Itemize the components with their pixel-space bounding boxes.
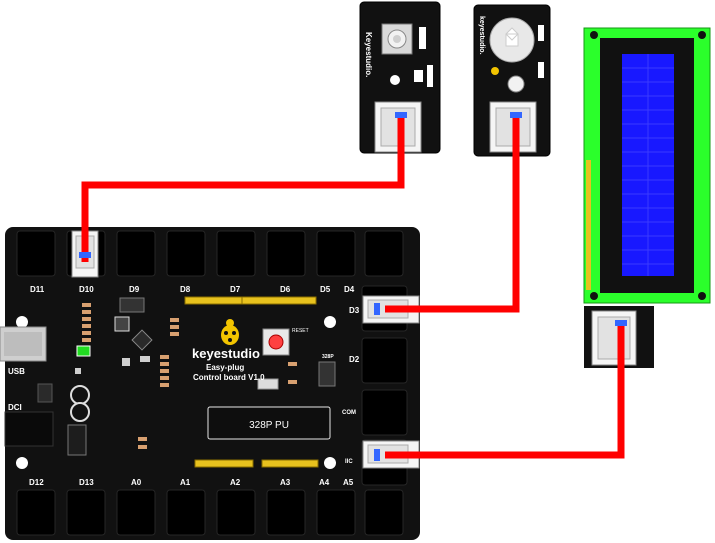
smd-component (75, 368, 81, 374)
port-label-d4: D4 (344, 285, 355, 294)
lcd-module-plug[interactable] (591, 310, 637, 366)
top-port-labels: D11 D10 D9 D8 D7 D6 D5 D4 (30, 285, 355, 294)
reset-label: RESET (292, 328, 309, 334)
button-module-brand: Keyestudio. (364, 32, 373, 77)
port-label-d7: D7 (230, 285, 241, 294)
board-brand: keyestudio (192, 346, 260, 361)
smd-component (538, 25, 544, 41)
bottom-port-pads (16, 489, 404, 536)
port-label-d6: D6 (280, 285, 291, 294)
usb-label: USB (8, 367, 25, 376)
dc-jack (4, 411, 54, 447)
lcd-character-grid (622, 54, 674, 276)
right-port-labels: D3 D2 COM IIC (342, 306, 360, 465)
lcd-pin-header (586, 160, 591, 290)
bottom-port-labels: D12 D13 A0 A1 A2 A3 A4 A5 (29, 478, 354, 487)
port-label-a4: A4 (319, 478, 330, 487)
jumper (114, 316, 130, 332)
port-label-a2: A2 (230, 478, 241, 487)
mini-logo (491, 67, 499, 75)
mounting-hole (390, 75, 400, 85)
port-label-d13: D13 (79, 478, 94, 487)
port-label-com: COM (342, 410, 356, 416)
usb-chip (131, 329, 153, 351)
port-label-d5: D5 (320, 285, 331, 294)
wire-iic-to-lcd (385, 325, 625, 459)
port-label-d10: D10 (79, 285, 94, 294)
board-subtitle: Control board V1.0 (193, 373, 265, 382)
mounting-hole (16, 316, 28, 328)
mounting-hole (698, 31, 706, 39)
lcd-1602-module (583, 27, 711, 368)
mounting-hole (16, 457, 28, 469)
dc-label: DCI (8, 403, 22, 412)
pin-header-2x3 (119, 297, 145, 313)
smd-component (538, 62, 544, 78)
easy-plug-control-board: USB DCI (0, 227, 420, 540)
smd-component (414, 70, 423, 82)
port-label-a0: A0 (131, 478, 142, 487)
potentiometer[interactable] (507, 75, 525, 93)
mounting-hole (324, 457, 336, 469)
chip-label: 328P PU (249, 420, 289, 431)
icsp-header (318, 361, 336, 387)
smd-component (140, 356, 150, 362)
pin-header-bottom-right (261, 459, 319, 468)
mounting-hole (590, 292, 598, 300)
port-label-d11: D11 (30, 285, 45, 294)
icsp-label: 328P (322, 354, 334, 360)
smd-component (427, 65, 433, 87)
port-label-iic: IIC (345, 459, 353, 465)
port-label-a1: A1 (180, 478, 191, 487)
smd-component (122, 358, 130, 366)
reset-button[interactable] (262, 328, 290, 356)
pin-header-bottom-left (194, 459, 254, 468)
port-label-a5: A5 (343, 478, 354, 487)
mounting-hole (590, 31, 598, 39)
mounting-hole (698, 292, 706, 300)
crystal (257, 378, 279, 390)
port-label-d2: D2 (349, 355, 360, 364)
smd-resistors (82, 303, 297, 449)
electrolytic-capacitor (70, 385, 90, 405)
mounting-hole (324, 316, 336, 328)
atmega-chip (207, 406, 331, 440)
power-led (76, 345, 91, 357)
port-label-a3: A3 (280, 478, 291, 487)
port-label-d8: D8 (180, 285, 191, 294)
electrolytic-capacitor (70, 402, 90, 422)
wire-d10-to-button (81, 118, 405, 262)
port-label-d9: D9 (129, 285, 140, 294)
port-label-d3: D3 (349, 306, 360, 315)
wire-d3-to-pir (385, 118, 520, 313)
wire-tips (79, 112, 627, 461)
pir-motion-module: keyestudio. (473, 4, 551, 157)
wires (81, 118, 625, 459)
pin-header-top-right (241, 296, 317, 305)
smd-component (419, 27, 426, 49)
usb-connector (0, 326, 47, 362)
port-label-d12: D12 (29, 478, 44, 487)
keyestudio-logo (221, 319, 239, 345)
pir-module-brand: keyestudio. (478, 16, 485, 55)
capacitor-block (67, 424, 87, 456)
board-model: Easy-plug (206, 363, 244, 372)
regulator (37, 383, 53, 403)
